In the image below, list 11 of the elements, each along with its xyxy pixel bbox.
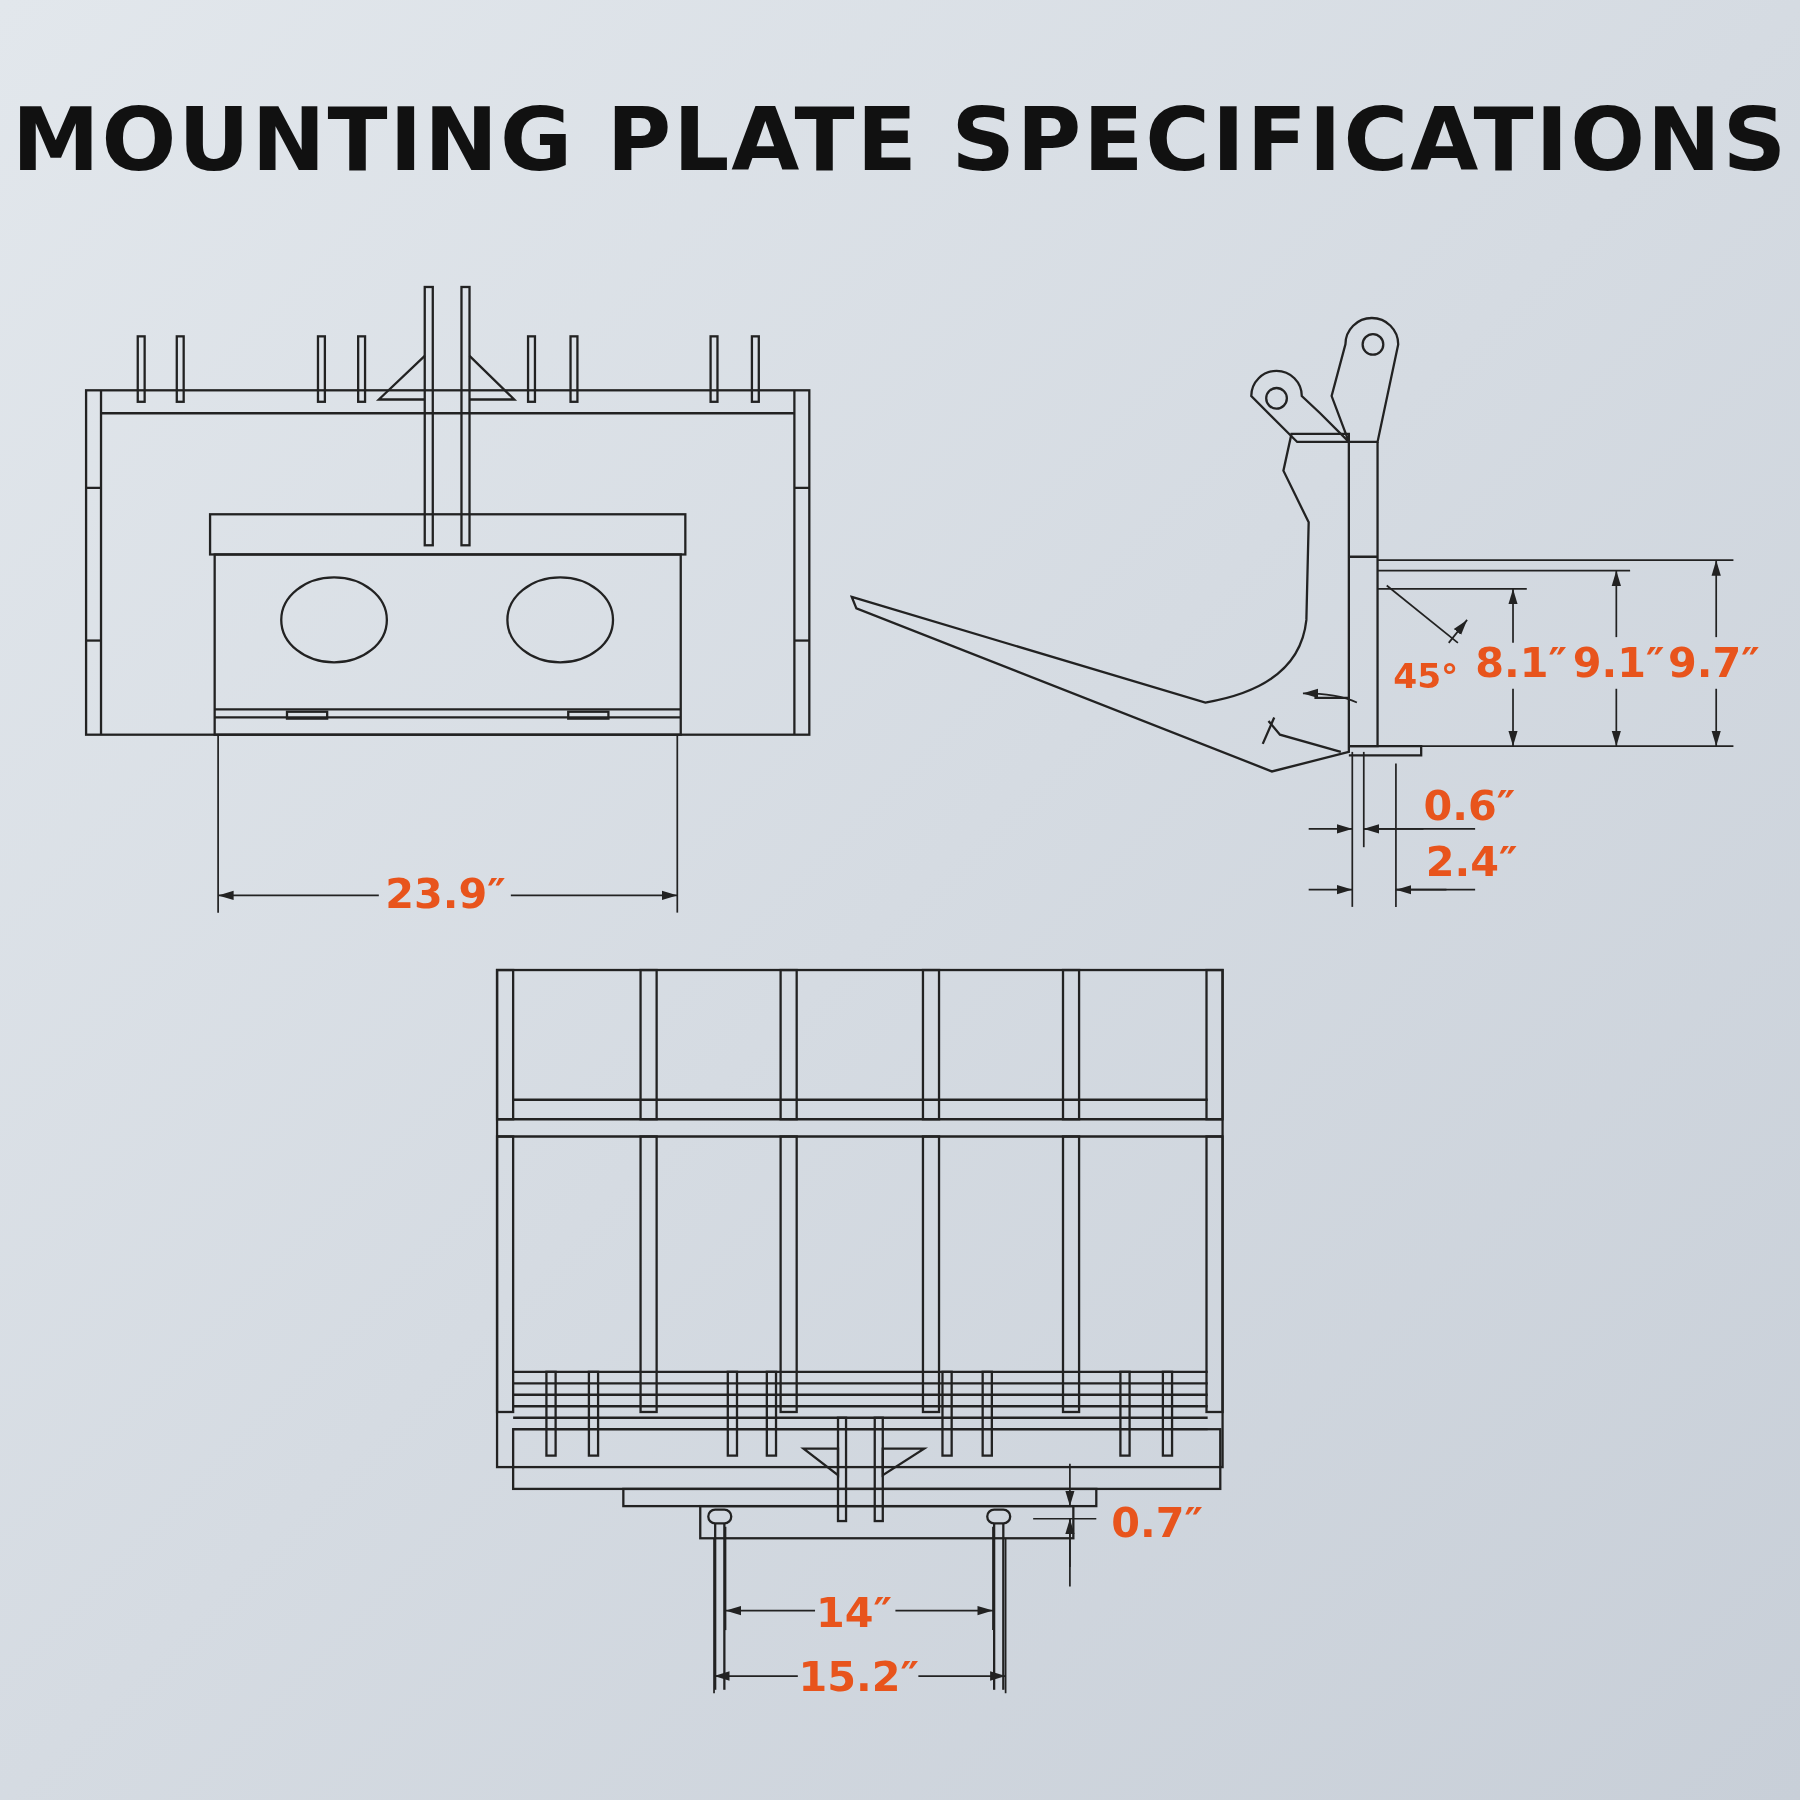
- dimension-label: 9.1″: [1572, 640, 1665, 687]
- dimension-label: 0.7″: [1111, 1501, 1203, 1548]
- dimension-label: 8.1″: [1475, 640, 1567, 687]
- dimension-label: 0.6″: [1423, 784, 1516, 830]
- dimension-label: 14″: [816, 1591, 893, 1637]
- dimension-label: 9.7″: [1668, 640, 1760, 687]
- dimension-label: 23.9″: [385, 872, 506, 919]
- dimension-label: 2.4″: [1425, 840, 1518, 886]
- title: MOUNTING PLATE SPECIFICATIONS: [11, 92, 1789, 189]
- dimension-label: 15.2″: [798, 1655, 919, 1702]
- angle-label: 45°: [1393, 658, 1459, 697]
